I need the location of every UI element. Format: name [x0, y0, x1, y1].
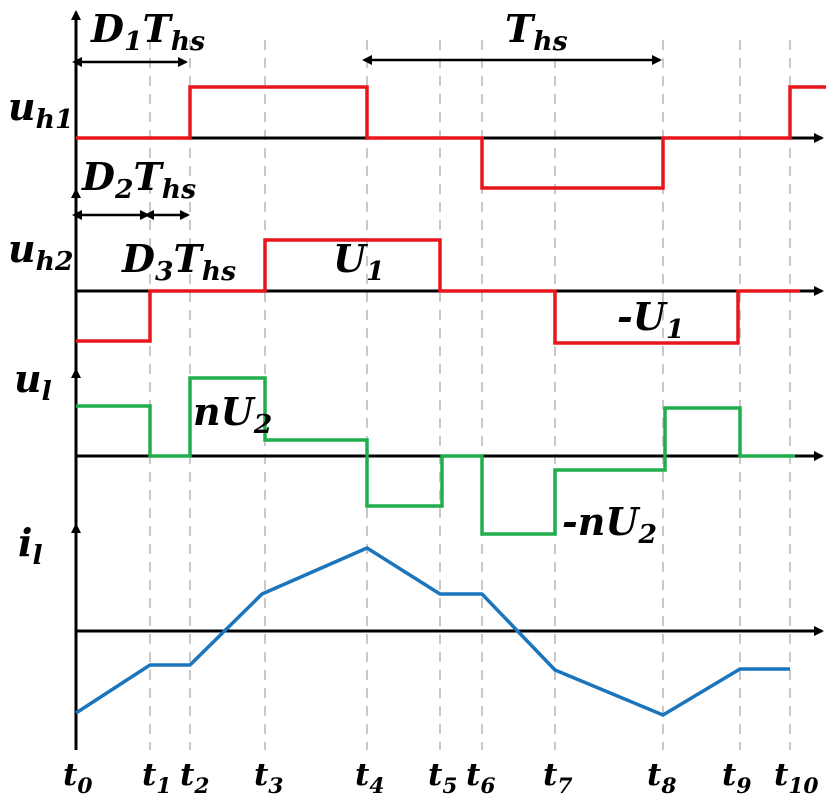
time-label-t10: t10 [774, 757, 819, 799]
waveform-ul [76, 376, 795, 536]
waveform-uh1 [76, 85, 826, 190]
label-negnU2: -nU2 [562, 499, 657, 550]
time-label-t7: t7 [543, 757, 572, 799]
waveform-il [75, 546, 790, 717]
duration-arrows [72, 55, 662, 220]
label-uh1: uh1 [8, 84, 73, 135]
time-label-t2: t2 [180, 757, 209, 799]
time-label-t0: t0 [63, 757, 92, 799]
time-label-t6: t6 [466, 757, 495, 799]
label-uh2: uh2 [8, 226, 73, 277]
label-ul: ul [14, 356, 52, 407]
time-label-t4: t4 [355, 757, 384, 799]
time-label-t9: t9 [722, 757, 751, 799]
label-U1: U1 [333, 236, 385, 287]
time-label-t1: t1 [142, 757, 171, 799]
label-d3ths: D3Ths [121, 236, 236, 287]
label-ths: Ths [505, 6, 568, 57]
time-label-t8: t8 [647, 757, 676, 799]
label-d1ths: D1Ths [90, 6, 205, 57]
label-nU2: nU2 [193, 389, 272, 440]
axes [71, 10, 824, 750]
label-negU1: -U1 [617, 294, 684, 345]
time-labels: t0 t1 t2 t3 t4 t5 t6 t7 t8 t9 t10 [63, 757, 819, 799]
label-d2ths: D2Ths [81, 154, 196, 205]
time-label-t5: t5 [428, 757, 457, 799]
waveform-uh2 [76, 238, 800, 345]
time-label-t3: t3 [254, 757, 283, 799]
label-il: il [18, 520, 43, 571]
